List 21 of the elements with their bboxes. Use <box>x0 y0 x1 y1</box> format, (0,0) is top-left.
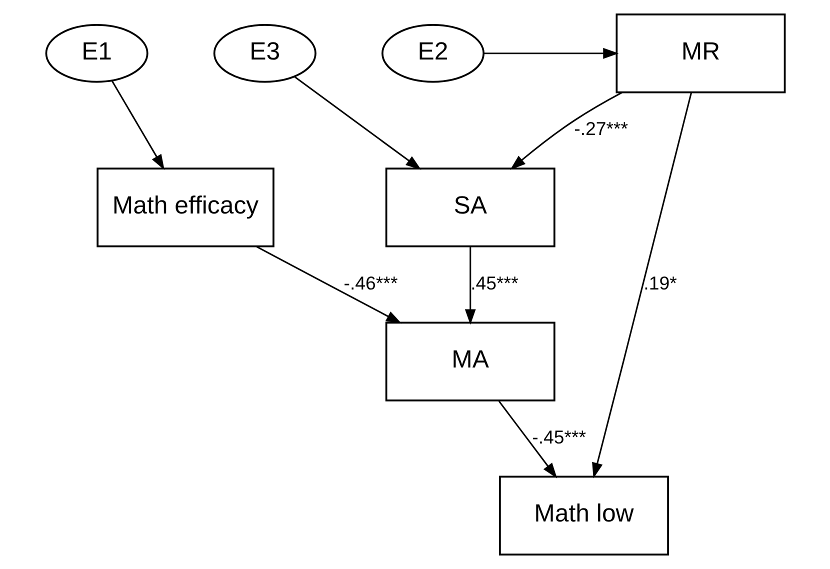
node-ellipse: E1 <box>44 24 148 83</box>
arrow <box>464 247 476 325</box>
node-box: SA <box>384 168 555 248</box>
edge-label: -.45*** <box>532 426 586 448</box>
arrow <box>256 246 402 324</box>
arrow <box>483 48 618 59</box>
arrow <box>294 76 421 170</box>
arrow <box>510 92 622 170</box>
edge-label: -.46*** <box>343 272 398 294</box>
node-box: Math efficacy <box>96 168 274 248</box>
node-ellipse: E3 <box>212 24 316 83</box>
edge-label: -.27*** <box>574 118 628 140</box>
arrow <box>498 400 557 478</box>
arrow <box>111 80 164 170</box>
node-box: Math low <box>498 476 668 556</box>
edge-label: .19* <box>643 272 676 294</box>
node-ellipse: E2 <box>381 24 484 83</box>
node-box: MA <box>384 322 555 402</box>
edge-label: .45*** <box>470 272 518 294</box>
node-box: MR <box>615 14 786 94</box>
arrow <box>592 92 692 478</box>
